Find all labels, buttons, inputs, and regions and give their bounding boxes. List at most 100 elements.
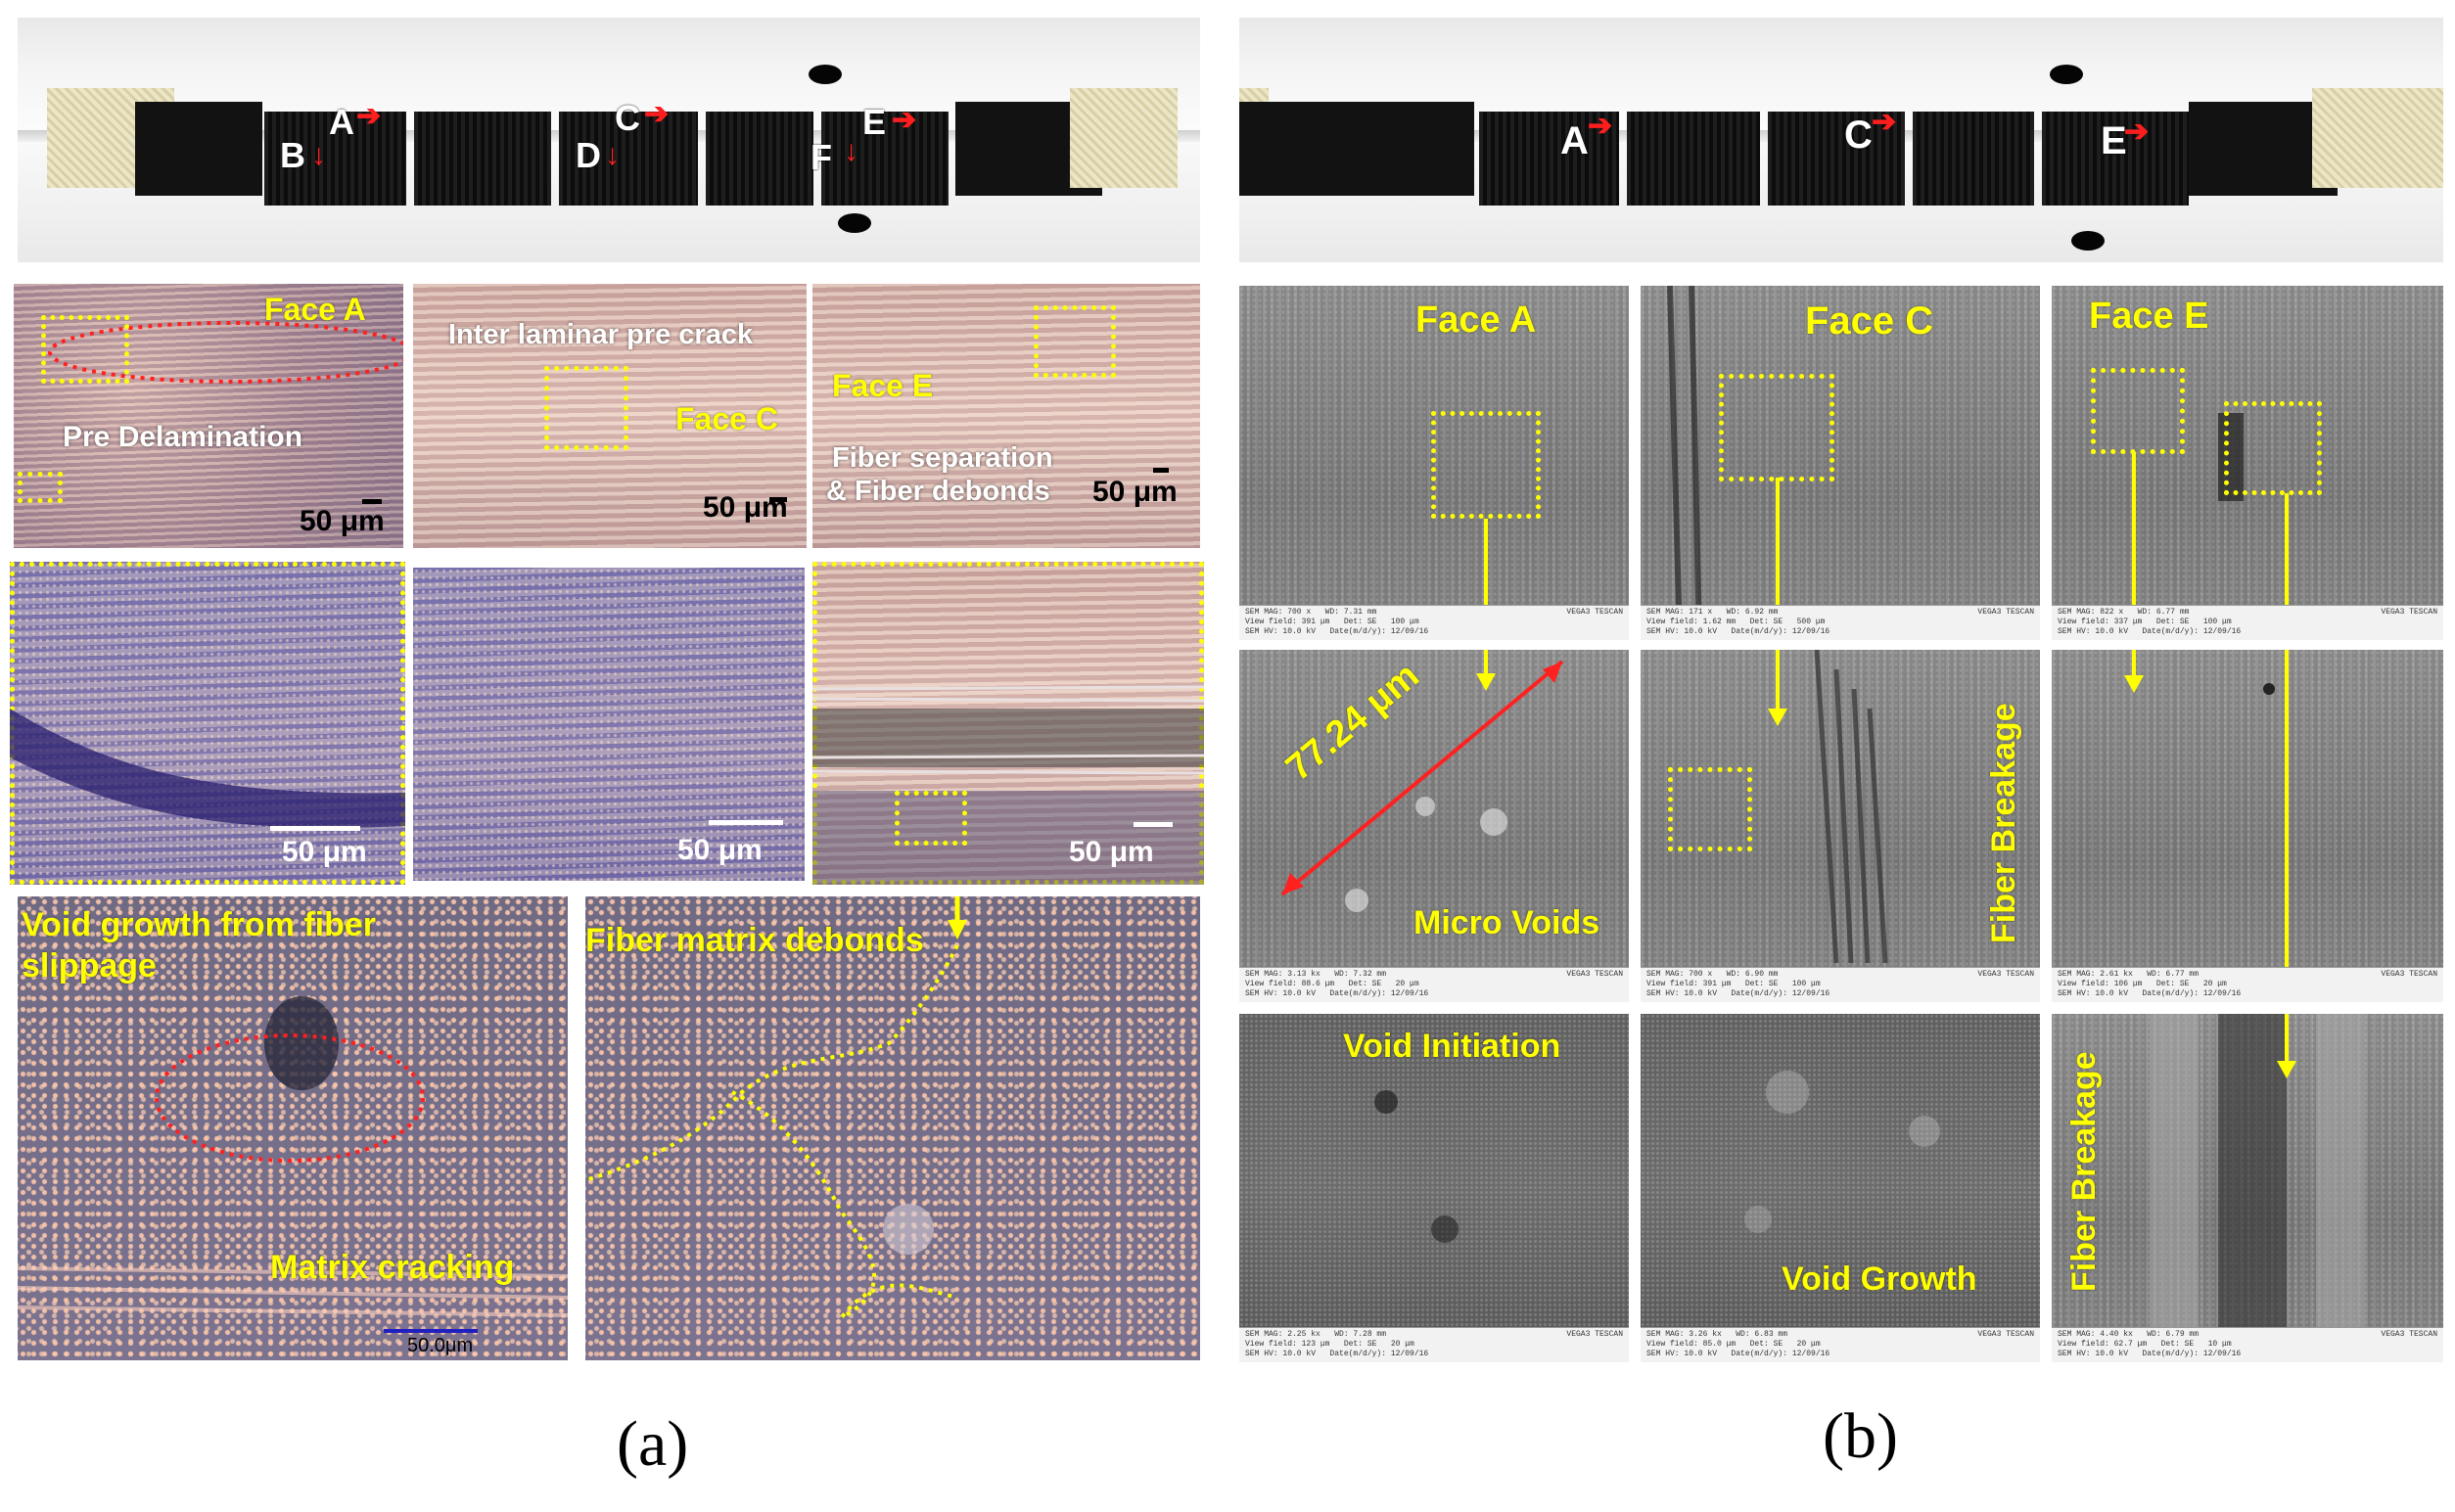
fiber-breakage-label-2: Fiber Breakage [2065,1051,2103,1292]
sem-micro-voids: 77.24 μm Micro Voids SEM MAG: 3.13 kx WD… [1239,650,1629,1002]
sem-info-bar: SEM MAG: 2.61 kx WD: 6.77 mm View field:… [2052,967,2443,1002]
zoom-region-box [18,472,63,503]
annotation-overlay [2124,650,2289,1002]
face-c-title: Face C [675,401,778,436]
yellow-arrowhead-icon [948,920,967,939]
specimen-block [706,112,813,206]
annotation-overlay [1374,1090,1459,1243]
red-arrow-icon: ➔ [2124,115,2150,148]
strip-label-c: C [1844,114,1873,157]
strip-label-d: D [576,135,601,175]
sem-face-c: Face C SEM MAG: 171 x WD: 6.92 mm View f… [1641,286,2040,640]
specimen-block [264,112,406,206]
zoom-region-box [41,315,129,384]
zoom-region-box [1719,374,1834,481]
scale-label: 50 μm [300,505,385,537]
red-arrow-down-icon: ↓ [605,139,620,171]
sem-brand: VEGA3 TESCAN [2381,608,2437,617]
zoom-micrograph-c: 50 μm [413,568,805,881]
fiber-breakage-label: Fiber Breakage [1985,703,2022,943]
face-a-title: Face A [1415,299,1537,341]
debond-boundary-line [585,944,959,1182]
matrix-cracking-label: Matrix cracking [270,1249,515,1286]
zoom-micrograph-e: 50 μm [812,562,1204,885]
fiber-separation-label: Fiber separation [832,442,1053,474]
red-arrow-down-icon: ↓ [844,135,858,167]
sem-brand: VEGA3 TESCAN [2381,970,2437,979]
void-growth-title-line2: slippage [22,947,157,985]
void-growth-label: Void Growth [1782,1260,1977,1298]
grip-tab-right [1070,88,1178,188]
strip-label-e: E [862,102,887,142]
grip-tab-right [2312,88,2443,188]
delamination-band [10,709,405,828]
specimen-block [1768,112,1905,206]
scale-label: 50.0μm [407,1335,474,1356]
red-arrow-icon: ➔ [644,98,670,130]
specimen-strip-b: A ➔ C ➔ E ➔ [1239,18,2443,262]
sem-face-e-zoom: SEM MAG: 2.61 kx WD: 6.77 mm View field:… [2052,650,2443,1002]
face-a-title: Face A [264,292,366,327]
void-initiation-label: Void Initiation [1343,1028,1561,1065]
zoom-region-box [1668,767,1752,851]
fiber-separation-texture [812,685,1204,885]
annotation-overlay [48,321,403,384]
end-block-left [135,102,262,196]
scale-bar [384,1329,478,1333]
annotation-overlay [1280,650,1564,912]
sem-brand: VEGA3 TESCAN [1977,970,2034,979]
red-arrow-icon: ➔ [892,104,917,136]
micrograph-face-c: Inter laminar pre crack Face C 50 μm [413,284,807,548]
sem-info-bar: SEM MAG: 4.40 kx WD: 6.79 mm View field:… [2052,1327,2443,1362]
yellow-arrowhead-icon [1768,709,1787,726]
red-ellipse-marker [48,321,403,384]
debond-boundary-line [731,1090,958,1319]
scale-label: 50 μm [677,834,763,866]
end-block-left [1239,102,1474,196]
strip-label-a: A [1560,119,1589,162]
sem-info-bar: SEM MAG: 171 x WD: 6.92 mm View field: 1… [1641,605,2040,640]
red-arrow-icon: ➔ [356,100,382,132]
scale-bar [709,820,783,825]
sem-info-bar: SEM MAG: 700 x WD: 6.90 mm View field: 3… [1641,967,2040,1002]
sem-fiber-breakage-e: Fiber Breakage SEM MAG: 4.40 kx WD: 6.79… [2052,1014,2443,1362]
red-arrowhead-icon [1543,662,1562,683]
sem-face-a: Face A SEM MAG: 700 x WD: 7.31 mm View f… [1239,286,1629,640]
zoom-region-box [1034,305,1116,378]
alignment-hole [2071,231,2105,251]
yellow-arrowhead-icon [2124,675,2144,693]
void-dark-region [264,996,339,1090]
sem-info-bar: SEM MAG: 3.13 kx WD: 7.32 mm View field:… [1239,967,1629,1002]
alignment-hole [838,213,871,233]
sem-brand: VEGA3 TESCAN [1977,608,2034,617]
red-arrow-icon: ➔ [1588,110,1613,142]
scale-bar [769,497,787,502]
specimen-strip-a: A ➔ B ↓ C ➔ D ↓ E ➔ F ↓ [18,18,1200,262]
red-measure-line [1280,660,1564,896]
caption-b: (b) [1823,1400,1898,1472]
specimen-block [1913,112,2034,206]
void-growth-title-line1: Void growth from fiber [22,906,377,943]
annotation-overlay [2150,1014,2365,1327]
scale-bar [1134,822,1173,827]
yellow-arrowhead-icon [2277,1061,2296,1078]
face-e-title: Face E [2089,296,2209,337]
yellow-arrowhead-icon [1476,673,1496,691]
annotation-overlay [1768,650,1888,964]
annotation-overlay [585,896,967,1319]
scale-bar [270,826,360,831]
sem-info-bar: SEM MAG: 2.25 kx WD: 7.28 mm View field:… [1239,1327,1629,1362]
zoom-region-box [544,366,628,450]
micro-voids-label: Micro Voids [1413,904,1600,941]
red-arrowhead-icon [1282,873,1304,894]
red-arrow-icon: ➔ [1872,106,1897,138]
annotation-overlay [18,996,568,1317]
fiber-debonds-label: & Fiber debonds [826,476,1050,507]
sem-brand: VEGA3 TESCAN [2381,1330,2437,1339]
sem-void-initiation: Void Initiation SEM MAG: 2.25 kx WD: 7.2… [1239,1014,1629,1362]
sem-void-growth: Void Growth SEM MAG: 3.26 kx WD: 6.83 mm… [1641,1014,2040,1362]
strip-label-b: B [280,135,305,175]
scale-label: 50 μm [282,836,367,868]
annotation-overlay [1744,1071,1940,1233]
micrograph-fiber-matrix-debonds: Fiber matrix debonds [585,896,1200,1360]
